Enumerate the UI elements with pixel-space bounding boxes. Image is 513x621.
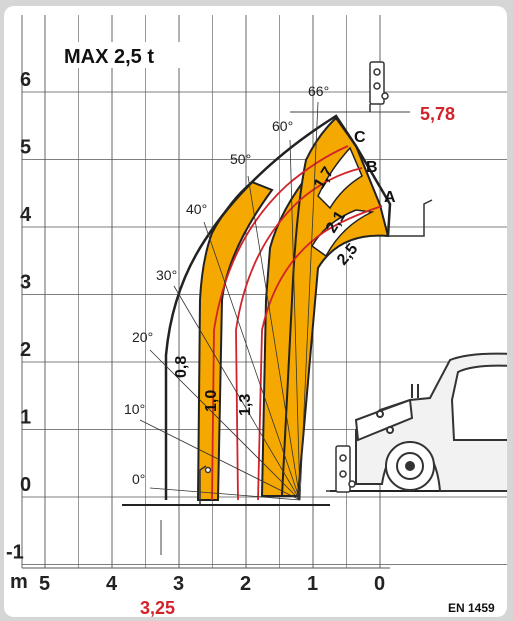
xaxis-mask (20, 572, 420, 592)
angle-ray-6 (289, 139, 301, 501)
y-tick-2: 4 (20, 204, 32, 226)
angle-ray-7 (299, 101, 319, 501)
y-tick-0: 6 (20, 69, 31, 91)
zone-cut-2 (311, 209, 375, 258)
angle-label-60: 60° (272, 118, 293, 134)
telehandler-icon (354, 352, 507, 492)
zone-cut-1 (317, 146, 363, 210)
angle-label-0: 0° (132, 471, 145, 487)
angle-labels: 0° 10° 20° 30° 40° 50° 60° 66° (124, 83, 329, 487)
max-height-label: 5,78 (420, 104, 455, 124)
x-tick-2: 3 (173, 573, 184, 595)
curve-labels: A B C (354, 129, 396, 206)
y-tick-5: 1 (20, 407, 31, 429)
angle-ray-3 (173, 285, 301, 501)
load-label-0: 0,8 (173, 356, 190, 378)
angle-ray-4 (203, 221, 301, 501)
max-reach-label: 3,25 (140, 598, 175, 617)
y-tick-4: 2 (20, 339, 31, 361)
y-tick-3: 3 (20, 272, 31, 294)
y-tick-7: -1 (6, 542, 24, 564)
unit-label: m (10, 571, 28, 593)
load-label-1: 1,0 (203, 390, 220, 412)
fork-ground-icon (199, 465, 212, 505)
angle-ray-2 (149, 349, 301, 501)
limit-curve-b (235, 167, 363, 501)
fork-bottom-icon (326, 445, 356, 493)
angle-label-10: 10° (124, 401, 145, 417)
standard-label: EN 1459 (448, 601, 495, 615)
curve-label-c: C (354, 129, 366, 146)
x-tick-3: 2 (240, 573, 251, 595)
fork-top-icon (369, 61, 389, 112)
y-tick-1: 5 (20, 137, 31, 159)
y-tick-6: 0 (20, 474, 31, 496)
x-tick-labels: 5 4 3 2 1 0 (39, 573, 385, 595)
limit-curves (211, 145, 383, 501)
fork-right-icon (388, 199, 433, 237)
load-chart: 5,78 3,25 (6, 15, 507, 617)
chart-title: MAX 2,5 t (64, 46, 154, 68)
y-tick-labels: 6 5 4 3 2 1 0 -1 (6, 69, 32, 564)
angle-label-50: 50° (230, 151, 251, 167)
curve-label-b: B (366, 159, 378, 176)
angle-ray-0 (149, 487, 301, 501)
angle-label-40: 40° (186, 201, 207, 217)
angle-label-66: 66° (308, 83, 329, 99)
title-mask (58, 42, 208, 68)
limit-curve-c (211, 145, 349, 501)
x-tick-4: 1 (307, 573, 318, 595)
x-tick-1: 4 (106, 573, 118, 595)
limit-curve-a (257, 205, 383, 501)
angle-label-30: 30° (156, 267, 177, 283)
chart-panel: 5,78 3,25 (4, 6, 507, 617)
angle-ray-1 (139, 419, 301, 501)
load-label-2: 1,3 (237, 394, 254, 416)
angle-rays (139, 101, 319, 501)
reach-envelope (164, 114, 392, 500)
angle-ray-5 (247, 175, 301, 501)
curve-label-a: A (384, 189, 396, 206)
x-tick-0: 5 (39, 573, 50, 595)
x-tick-5: 0 (374, 573, 385, 595)
angle-label-20: 20° (132, 329, 153, 345)
